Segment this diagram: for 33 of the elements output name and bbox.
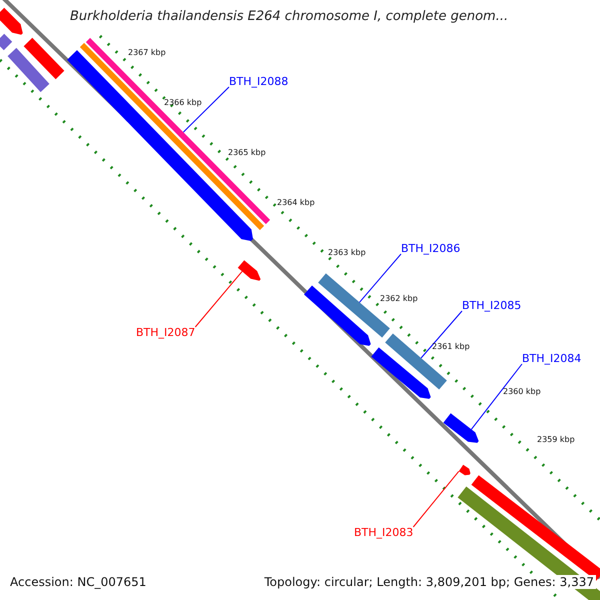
gene-label: BTH_I2087 bbox=[136, 327, 196, 338]
title: Burkholderia thailandensis E264 chromosome I, complete genom... bbox=[70, 10, 508, 23]
gene-label: BTH_I2086 bbox=[401, 243, 460, 254]
scale-label: 2360 kbp bbox=[503, 388, 541, 396]
scale-label: 2361 kbp bbox=[432, 343, 470, 351]
leader-line bbox=[194, 270, 243, 328]
gene-bar bbox=[0, 34, 12, 50]
gene-feature bbox=[443, 413, 479, 443]
leader-line bbox=[182, 86, 230, 133]
scale-label: 2359 kbp bbox=[537, 436, 575, 444]
gene-label: BTH_I2088 bbox=[229, 76, 288, 87]
gene-bar bbox=[24, 38, 64, 80]
gene-label: BTH_I2085 bbox=[462, 300, 522, 311]
leader-line bbox=[359, 254, 402, 303]
gene-feature bbox=[0, 8, 23, 35]
scale-label: 2362 kbp bbox=[380, 295, 418, 303]
scale-label: 2366 kbp bbox=[164, 99, 202, 107]
leader-line bbox=[420, 310, 462, 358]
scale-label: 2365 kbp bbox=[228, 149, 266, 157]
gene-feature bbox=[238, 260, 261, 281]
scale-label: 2364 kbp bbox=[277, 199, 315, 207]
gene-feature bbox=[458, 464, 470, 476]
info-text: Accession: NC_007651 bbox=[8, 575, 148, 589]
gene-feature bbox=[371, 347, 431, 399]
gene-bar bbox=[8, 48, 50, 92]
scale-label: 2363 kbp bbox=[328, 249, 366, 257]
leader-line bbox=[412, 470, 460, 528]
gene-label: BTH_I2084 bbox=[522, 353, 582, 364]
info-text: Topology: circular; Length: 3,809,201 bp; Genes: 3,337 bbox=[262, 575, 596, 589]
leader-line bbox=[470, 364, 522, 430]
scale-label: 2367 kbp bbox=[128, 49, 166, 57]
gene-feature bbox=[304, 286, 371, 346]
gene-label: BTH_I2083 bbox=[354, 527, 414, 538]
